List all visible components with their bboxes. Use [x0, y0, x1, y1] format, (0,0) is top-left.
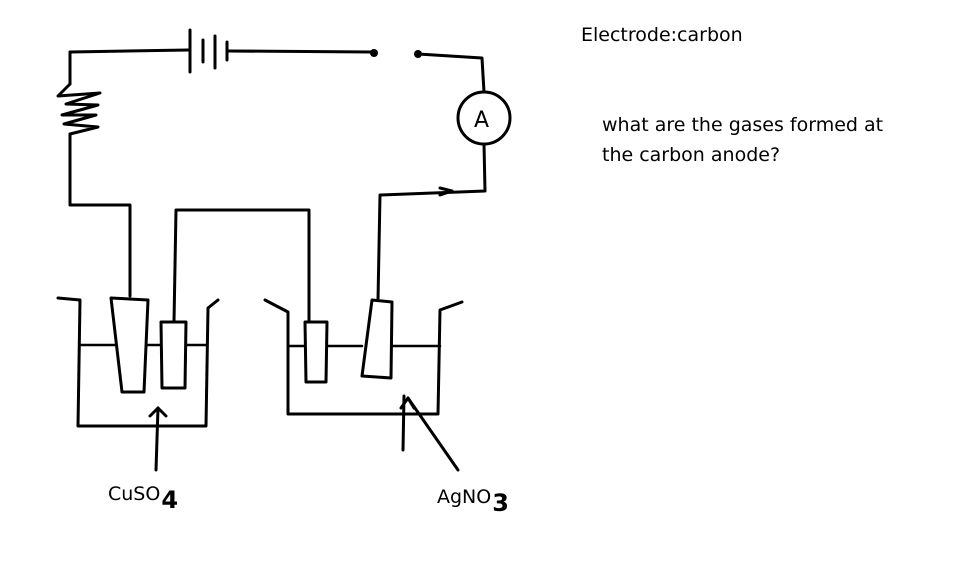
silver-nitrate-subscript: 3: [492, 489, 509, 517]
ammeter-letter: A: [474, 108, 489, 133]
copper-sulfate-subscript: 4: [161, 486, 179, 514]
question-line-2: the carbon anode?: [602, 144, 781, 166]
battery-symbol: [68, 28, 374, 74]
switch-contacts: [370, 49, 486, 94]
question-line-1: what are the gases formed at: [602, 114, 884, 136]
silver-nitrate-base: AgNO: [437, 486, 492, 508]
connecting-wire: [172, 208, 311, 324]
right-anode-electrode: [303, 320, 329, 384]
current-arrow: [438, 186, 454, 197]
left-cathode-electrode: [109, 296, 150, 394]
electrode-label: Electrode:carbon: [581, 24, 743, 46]
left-beaker: [56, 296, 220, 472]
question-text: what are the gases formed at the carbon …: [602, 110, 883, 170]
ammeter: A: [456, 90, 512, 146]
wire-to-silver-cell: [376, 142, 487, 302]
resistor-symbol: [56, 50, 132, 298]
left-anode-electrode: [159, 320, 188, 390]
right-beaker: [263, 298, 464, 472]
silver-nitrate-label: AgNO3: [437, 481, 509, 517]
copper-sulfate-label: CuSO4: [108, 478, 178, 514]
copper-sulfate-base: CuSO: [108, 483, 161, 505]
right-cathode-electrode: [360, 298, 394, 380]
